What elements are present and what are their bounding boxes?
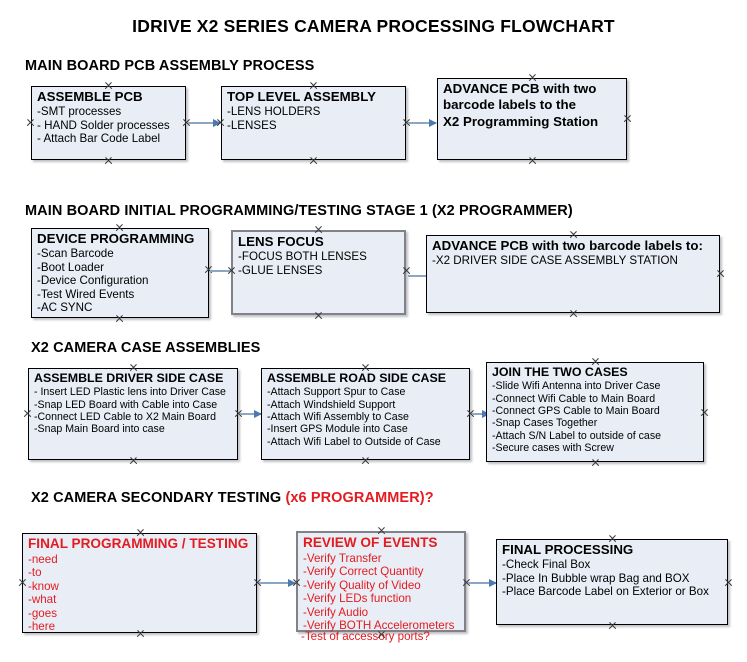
node-body: ASSEMBLE ROAD SIDE CASE -Attach Support … xyxy=(267,371,467,448)
node-line: -know xyxy=(28,579,59,593)
node-line: -Device Configuration xyxy=(37,274,149,288)
node-line: - HAND Solder processes xyxy=(37,118,170,132)
section-heading-x2-camera-secondary-testing: X2 CAMERA SECONDARY TESTING (x6 PROGRAMM… xyxy=(31,490,434,506)
node-body: FINAL PROGRAMMING / TESTING -need -to -k… xyxy=(28,536,254,633)
node-title: ASSEMBLE ROAD SIDE CASE xyxy=(267,371,446,385)
node-advance-pcb-to-x2-programming-station[interactable]: ADVANCE PCB with two barcode labels to t… xyxy=(437,78,627,160)
node-title: ADVANCE PCB with two barcode labels to: xyxy=(432,238,703,253)
connector-review-of-events-to-final-processing[interactable] xyxy=(468,578,497,587)
node-title: ADVANCE PCB with two xyxy=(443,81,597,96)
node-line: -need xyxy=(28,552,58,566)
node-title: ASSEMBLE PCB xyxy=(37,89,143,104)
node-title: REVIEW OF EVENTS xyxy=(303,535,438,550)
node-line: -GLUE LENSES xyxy=(238,263,323,277)
node-assemble-pcb[interactable]: ASSEMBLE PCB -SMT processes - HAND Solde… xyxy=(31,86,186,160)
node-final-programming-testing[interactable]: FINAL PROGRAMMING / TESTING -need -to -k… xyxy=(22,533,257,633)
node-title: FINAL PROGRAMMING / TESTING xyxy=(28,536,249,551)
node-assemble-road-side-case[interactable]: ASSEMBLE ROAD SIDE CASE -Attach Support … xyxy=(261,368,470,460)
node-body: ADVANCE PCB with two barcode labels to: … xyxy=(432,238,717,268)
node-line: -Verify BOTH Accelerometers xyxy=(303,618,455,632)
node-body: DEVICE PROGRAMMING -Scan Barcode -Boot L… xyxy=(37,231,206,315)
connector-top-level-assembly-to-advance-pcb[interactable] xyxy=(408,118,437,127)
node-line: -to xyxy=(28,566,42,580)
node-title: FINAL PROCESSING xyxy=(502,542,634,557)
node-line: -X2 DRIVER SIDE CASE ASSEMBLY STATION xyxy=(432,254,678,268)
page-title: IDRIVE X2 SERIES CAMERA PROCESSING FLOWC… xyxy=(132,16,615,36)
node-line: -Check Final Box xyxy=(502,558,591,572)
node-line: -FOCUS BOTH LENSES xyxy=(238,250,367,264)
node-body: TOP LEVEL ASSEMBLY -LENS HOLDERS -LENSES xyxy=(227,89,403,132)
node-body: LENS FOCUS -FOCUS BOTH LENSES -GLUE LENS… xyxy=(238,234,402,277)
node-line: -Secure cases with Screw xyxy=(492,441,614,454)
node-device-programming[interactable]: DEVICE PROGRAMMING -Scan Barcode -Boot L… xyxy=(31,228,209,318)
node-top-level-assembly[interactable]: TOP LEVEL ASSEMBLY -LENS HOLDERS -LENSES xyxy=(221,86,406,160)
node-line: -Verify Correct Quantity xyxy=(303,565,424,579)
node-body: JOIN THE TWO CASES -Slide Wifi Antenna i… xyxy=(492,365,701,454)
node-assemble-driver-side-case[interactable]: ASSEMBLE DRIVER SIDE CASE - Insert LED P… xyxy=(28,368,238,460)
node-body: ASSEMBLE PCB -SMT processes - HAND Solde… xyxy=(37,89,183,146)
node-line: -here xyxy=(28,619,56,633)
node-line: -LENS HOLDERS xyxy=(227,105,321,119)
section-heading-main-board-pcb-assembly-process: MAIN BOARD PCB ASSEMBLY PROCESS xyxy=(25,58,314,74)
section-heading-x2-camera-case-assemblies: X2 CAMERA CASE ASSEMBLIES xyxy=(31,340,260,356)
node-line: -Connect LED Cable to X2 Main Board xyxy=(34,410,216,423)
node-lens-focus[interactable]: LENS FOCUS -FOCUS BOTH LENSES -GLUE LENS… xyxy=(231,230,406,315)
connector-assemble-pcb-to-top-level-assembly[interactable] xyxy=(188,118,221,127)
node-advance-pcb-to-driver-side-case-assembly[interactable]: ADVANCE PCB with two barcode labels to: … xyxy=(426,235,720,313)
node-line: -Snap Main Board into case xyxy=(34,423,165,436)
node-line: -Attach Support Spur to Case xyxy=(267,386,406,399)
node-line: -Test Wired Events xyxy=(37,287,135,301)
section-heading-text: X2 CAMERA SECONDARY TESTING xyxy=(31,490,286,506)
node-line: -Insert GPS Module into Case xyxy=(267,423,408,436)
node-line: -Place Barcode Label on Exterior or Box xyxy=(502,585,709,599)
section-heading-text: X2 CAMERA CASE ASSEMBLIES xyxy=(31,340,261,356)
section-heading-text: MAIN BOARD PCB ASSEMBLY PROCESS xyxy=(25,58,315,74)
node-review-of-events[interactable]: REVIEW OF EVENTS -Verify Transfer -Verif… xyxy=(296,531,466,632)
section-heading-main-board-initial-programming: MAIN BOARD INITIAL PROGRAMMING/TESTING S… xyxy=(25,203,573,219)
node-line: -SMT processes xyxy=(37,105,122,119)
node-line: -Attach Wifi Label to Outside of Case xyxy=(267,435,441,448)
node-line: -Attach Windshield Support xyxy=(267,398,396,411)
node-body: REVIEW OF EVENTS -Verify Transfer -Verif… xyxy=(303,535,462,632)
connector-driver-side-to-road-side[interactable] xyxy=(240,409,262,418)
node-body: ADVANCE PCB with two barcode labels to t… xyxy=(443,81,624,130)
node-overflow-line: -Test of accessory ports? xyxy=(301,630,430,643)
node-title: DEVICE PROGRAMMING xyxy=(37,231,195,246)
node-title: TOP LEVEL ASSEMBLY xyxy=(227,89,377,104)
node-line: -AC SYNC xyxy=(37,301,93,315)
node-line: -Connect Wifi Cable to Main Board xyxy=(492,392,656,405)
node-line: -Attach Wifi Assembly to Case xyxy=(267,410,409,423)
node-line: - Insert LED Plastic lens into Driver Ca… xyxy=(34,386,226,399)
node-title: LENS FOCUS xyxy=(238,234,324,249)
node-line: X2 Programming Station xyxy=(443,113,599,129)
node-line: -Place In Bubble wrap Bag and BOX xyxy=(502,571,690,585)
node-line: -LENSES xyxy=(227,118,277,132)
node-line: - Attach Bar Code Label xyxy=(37,132,161,146)
node-line: -Snap Cases Together xyxy=(492,417,598,430)
node-line: -what xyxy=(28,593,57,607)
node-body: FINAL PROCESSING -Check Final Box -Place… xyxy=(502,542,725,599)
node-final-processing[interactable]: FINAL PROCESSING -Check Final Box -Place… xyxy=(496,539,728,625)
node-title: ASSEMBLE DRIVER SIDE CASE xyxy=(34,371,224,385)
node-line: -Scan Barcode xyxy=(37,247,114,261)
node-line: -Verify Quality of Video xyxy=(303,578,421,592)
node-line: -Connect GPS Cable to Main Board xyxy=(492,404,660,417)
node-line: -Verify Audio xyxy=(303,605,369,619)
node-line: barcode labels to the xyxy=(443,97,577,113)
node-line: -Verify LEDs function xyxy=(303,592,412,606)
connector-final-programming-to-review-of-events[interactable] xyxy=(259,578,296,587)
section-heading-accent: (x6 PROGRAMMER)? xyxy=(285,490,434,506)
node-line: -Verify Transfer xyxy=(303,551,382,565)
node-title: JOIN THE TWO CASES xyxy=(492,365,628,379)
section-heading-text: MAIN BOARD INITIAL PROGRAMMING/TESTING S… xyxy=(25,203,573,219)
node-line: -Attach S/N Label to outside of case xyxy=(492,429,662,442)
node-line: -Slide Wifi Antenna into Driver Case xyxy=(492,380,661,393)
node-line: -goes xyxy=(28,606,58,620)
node-body: ASSEMBLE DRIVER SIDE CASE - Insert LED P… xyxy=(34,371,235,436)
node-line: -Snap LED Board with Cable into Case xyxy=(34,398,218,411)
node-join-the-two-cases[interactable]: JOIN THE TWO CASES -Slide Wifi Antenna i… xyxy=(486,362,704,462)
node-line: -Boot Loader xyxy=(37,260,105,274)
